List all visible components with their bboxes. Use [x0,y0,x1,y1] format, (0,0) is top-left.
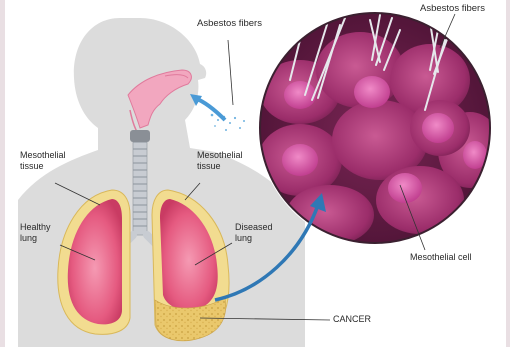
inhale-arrow-icon [190,94,225,120]
label-cancer: CANCER [333,314,371,325]
label-mesothelial-cell: Mesothelial cell [410,252,472,263]
label-diseased-lung: Diseased lung [235,222,273,244]
label-asbestos-fibers-left: Asbestos fibers [197,18,262,29]
label-mesothelial-tissue-left: Mesothelial tissue [20,150,66,172]
inhaled-fibers [211,114,245,131]
label-mesothelial-tissue-right: Mesothelial tissue [197,150,243,172]
label-asbestos-fibers-right: Asbestos fibers [420,3,485,14]
label-healthy-lung: Healthy lung [20,222,51,244]
